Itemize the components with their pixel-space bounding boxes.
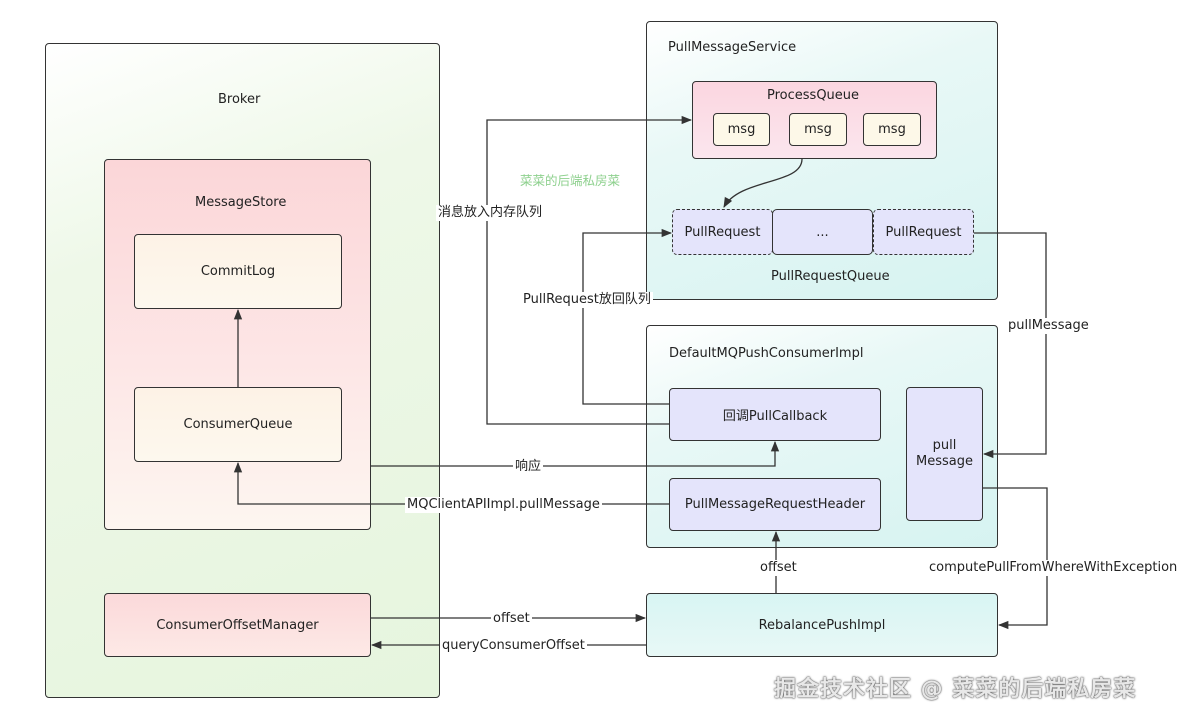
- edge-callback-pullrequest: [582, 228, 673, 405]
- pull-request-label: PullRequest: [885, 224, 962, 240]
- pull-request-queue-title: PullRequestQueue: [771, 269, 890, 284]
- consumer-offset-manager-label: ConsumerOffsetManager: [156, 617, 319, 633]
- edge-processqueue-pullrequest: [723, 158, 803, 208]
- edge-label-pull-message: pullMessage: [1006, 318, 1091, 334]
- commit-log-label: CommitLog: [200, 264, 276, 279]
- message-store-title: MessageStore: [195, 195, 287, 210]
- pull-callback-node: 回调PullCallback: [669, 388, 881, 441]
- msg-label: msg: [804, 122, 832, 137]
- edge-label-put-in-memory: 消息放入内存队列: [436, 205, 545, 221]
- pull-callback-label: 回调PullCallback: [722, 409, 828, 424]
- msg-node-3: msg: [863, 113, 921, 146]
- rebalance-push-impl-node: RebalancePushImpl: [646, 593, 998, 657]
- commit-log-node: CommitLog: [134, 234, 342, 309]
- consumer-offset-manager-node: ConsumerOffsetManager: [104, 593, 371, 657]
- process-queue-title: ProcessQueue: [767, 88, 860, 103]
- msg-node-1: msg: [713, 113, 770, 146]
- msg-label: msg: [878, 122, 906, 137]
- edge-label-compute-pull: computePullFromWhereWithException: [927, 560, 1180, 576]
- pull-message-label-line1: pull: [932, 438, 957, 453]
- edge-label-offset-up: offset: [758, 560, 799, 576]
- edge-response: [371, 440, 780, 467]
- corner-watermark: 掘金技术社区 @ 菜菜的后端私房菜: [774, 677, 1137, 702]
- pull-request-node-ellipsis: ...: [772, 209, 873, 255]
- pull-request-node-1: PullRequest: [672, 209, 773, 255]
- pull-request-label: PullRequest: [684, 224, 761, 240]
- edge-label-query-offset: queryConsumerOffset: [440, 638, 587, 654]
- pull-message-request-header-node: PullMessageRequestHeader: [669, 478, 881, 531]
- consumer-queue-label: ConsumerQueue: [183, 417, 293, 432]
- pull-message-service-title: PullMessageService: [668, 40, 797, 55]
- edge-label-offset: offset: [491, 611, 532, 627]
- inner-watermark: 菜菜的后端私房菜: [520, 173, 621, 188]
- pull-message-node: pull Message: [906, 387, 983, 521]
- pull-request-ellipsis-label: ...: [816, 224, 829, 240]
- default-consumer-title: DefaultMQPushConsumerImpl: [669, 346, 864, 361]
- broker-title: Broker: [218, 92, 261, 107]
- pull-request-node-2: PullRequest: [873, 209, 974, 255]
- edge-label-client-api: MQClientAPIImpl.pullMessage: [405, 497, 602, 513]
- edge-callback-processqueue: [486, 115, 693, 425]
- edge-pullrequest-pullmessage: [974, 232, 1047, 459]
- edge-label-put-back: PullRequest放回队列: [521, 292, 653, 308]
- pull-message-request-header-label: PullMessageRequestHeader: [684, 497, 866, 512]
- consumer-queue-node: ConsumerQueue: [134, 387, 342, 462]
- edge-compute-pull: [983, 487, 1048, 630]
- msg-label: msg: [727, 122, 756, 137]
- rebalance-push-impl-label: RebalancePushImpl: [758, 617, 886, 633]
- msg-node-2: msg: [789, 113, 847, 146]
- pull-message-label-line2: Message: [916, 454, 973, 469]
- edge-label-response: 响应: [513, 459, 544, 475]
